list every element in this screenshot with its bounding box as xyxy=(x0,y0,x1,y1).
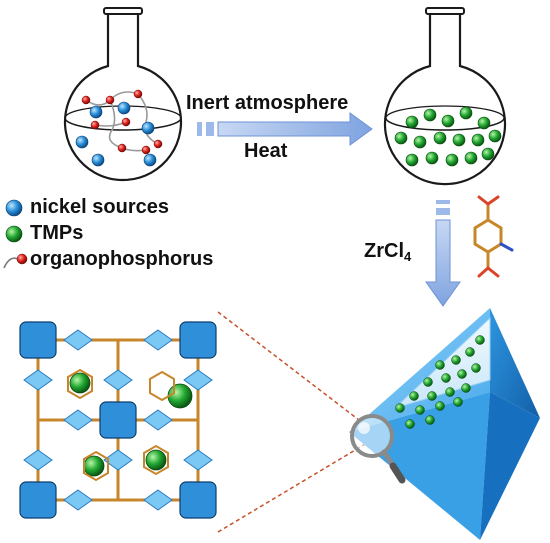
reagent-main: ZrCl xyxy=(364,240,404,262)
red-chain-icon xyxy=(3,253,28,269)
step2-reagent-label: ZrCl4 xyxy=(364,240,411,264)
right-flask xyxy=(383,7,507,186)
organophosphorus-red-ends xyxy=(81,89,163,155)
left-flask xyxy=(63,7,183,182)
legend-label-nickel-sources: nickel sources xyxy=(30,196,169,218)
step1-process-label: Heat xyxy=(244,140,288,162)
legend-label-organophosphorus: organophosphorus xyxy=(30,248,214,270)
tmp-spheres-flask xyxy=(394,106,502,167)
left-flask-outline xyxy=(63,10,183,182)
legend-icons xyxy=(3,199,28,269)
zoom-connector-lines xyxy=(217,311,373,533)
zr-cluster-nodes xyxy=(19,321,217,519)
step1-condition-label: Inert atmosphere xyxy=(186,92,349,114)
linker-molecule-icon xyxy=(473,195,514,278)
magnifier-icon xyxy=(350,414,406,484)
mof-octahedron xyxy=(349,308,540,540)
legend-label-tmps: TMPs xyxy=(30,222,84,244)
zrcl4-arrow xyxy=(425,200,461,307)
green-sphere-icon xyxy=(5,225,23,243)
octahedron-tmp-spheres xyxy=(395,335,485,429)
reagent-subscript: 4 xyxy=(404,249,412,264)
heat-arrow xyxy=(197,112,373,146)
mof-lattice xyxy=(8,310,228,530)
blue-sphere-icon xyxy=(5,199,23,217)
nickel-source-spheres xyxy=(75,101,157,167)
